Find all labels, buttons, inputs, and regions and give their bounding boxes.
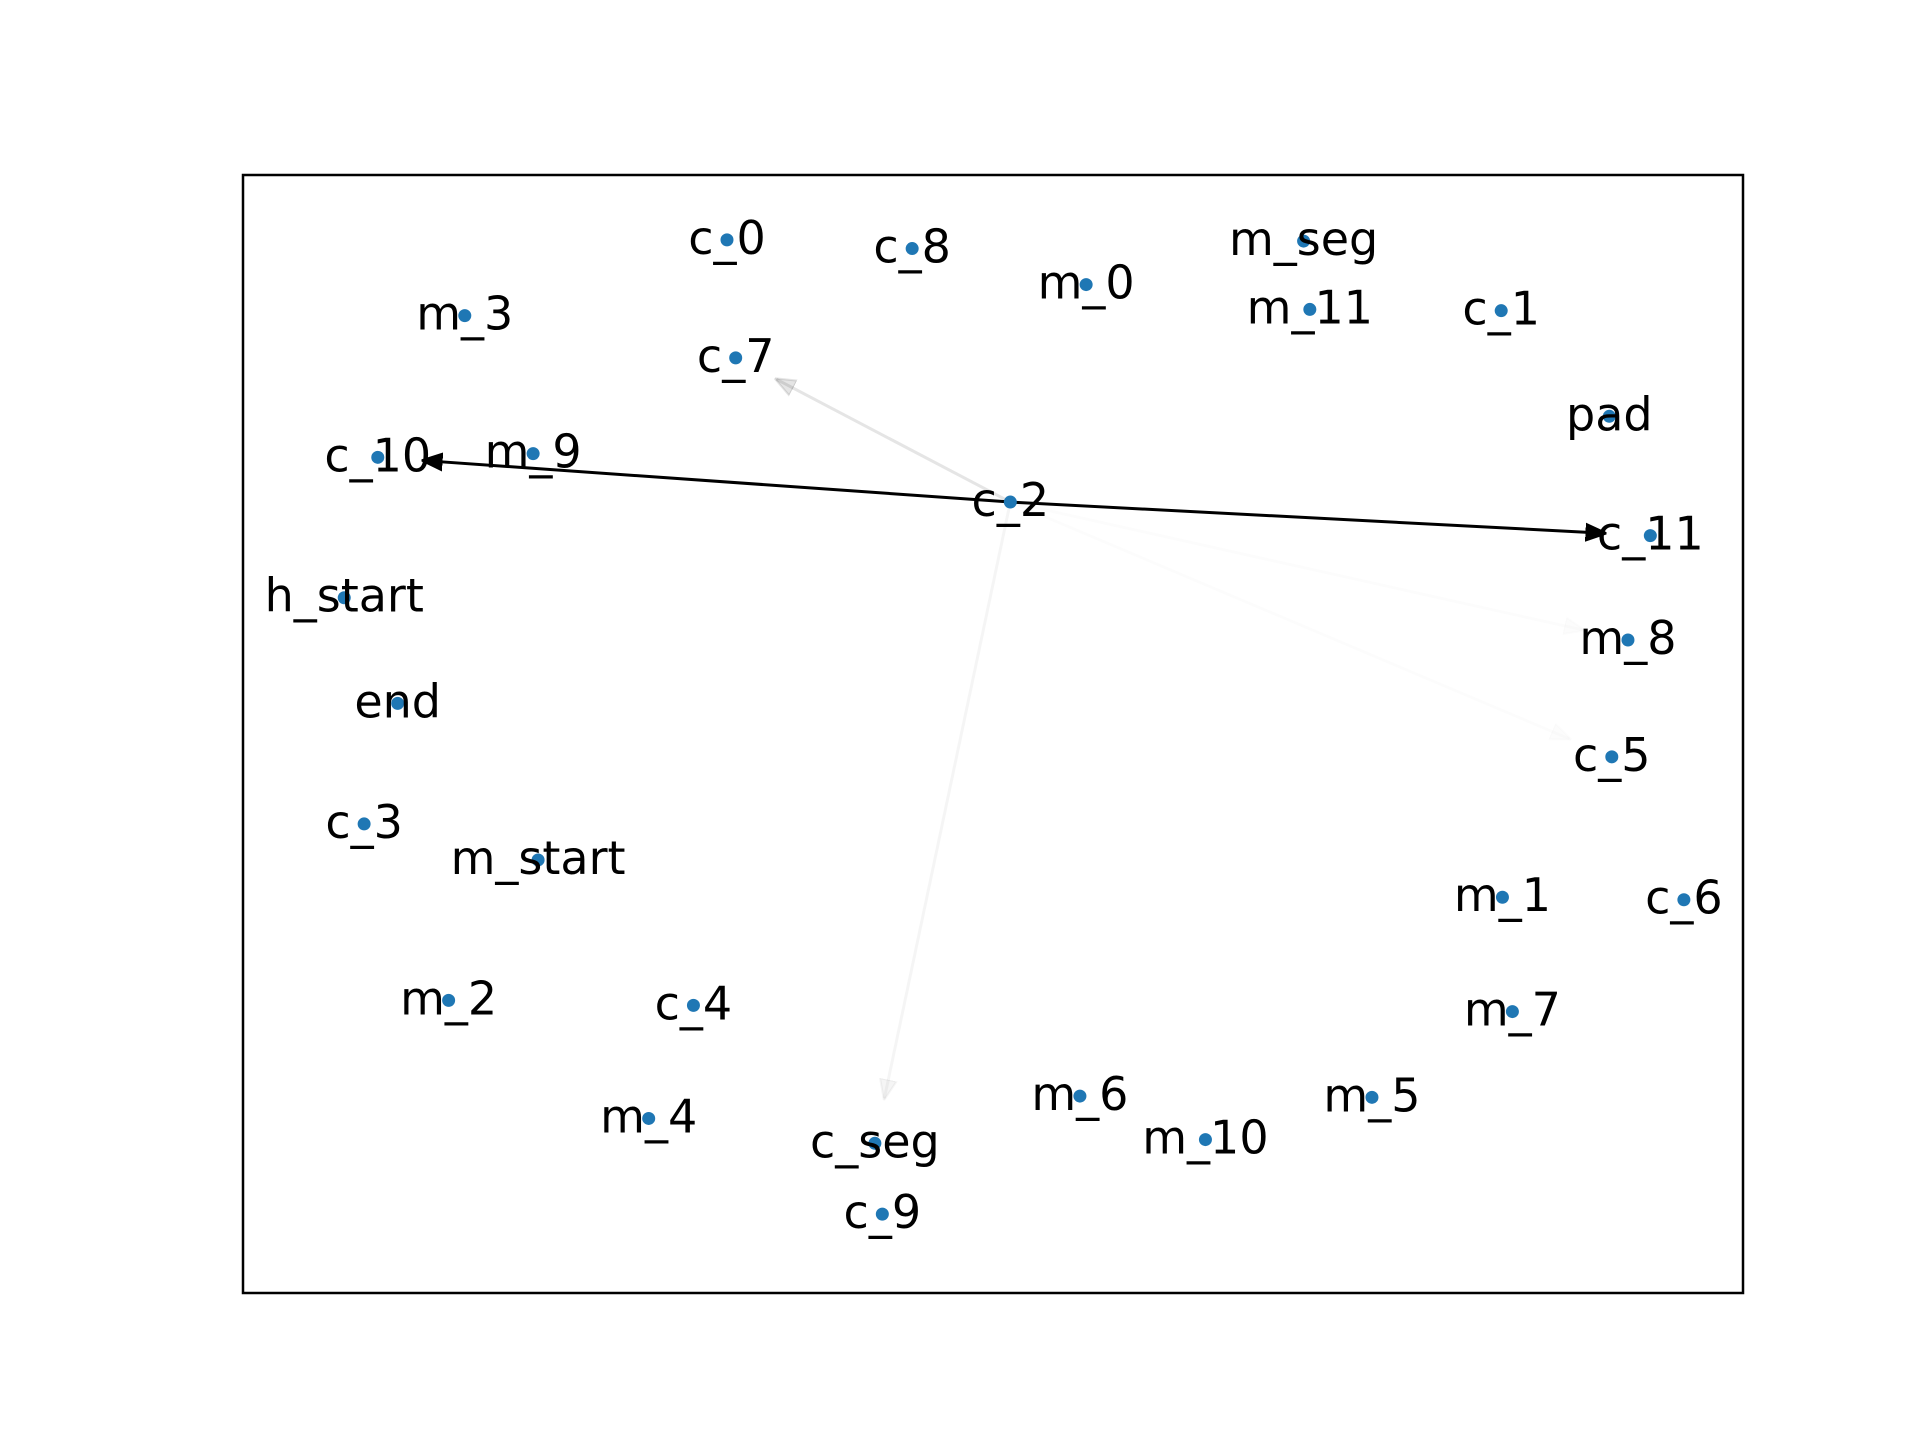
node-dot [526,447,540,461]
edges-layer [424,379,1605,1098]
node-m_6: m_6 [1031,1067,1128,1121]
node-dot [720,233,734,247]
node-label: m_6 [1031,1067,1128,1121]
node-dot [1198,1133,1212,1147]
node-pad: pad [1566,387,1653,441]
node-label: m_10 [1142,1111,1268,1165]
node-label: m_9 [485,425,582,479]
node-m_3: m_3 [416,287,513,341]
node-m_7: m_7 [1464,983,1561,1037]
node-c_7: c_7 [697,329,775,383]
node-dot [1495,890,1509,904]
node-label: m_1 [1454,868,1551,922]
node-dot [1494,304,1508,318]
node-label: c_11 [1597,507,1704,561]
node-label: m_5 [1323,1068,1420,1122]
node-label: c_0 [688,211,766,265]
node-dot [1621,633,1635,647]
node-label: m_2 [400,971,497,1025]
node-label: c_3 [325,795,403,849]
node-dot [337,591,351,605]
node-label: c_5 [1573,728,1651,782]
node-h_start: h_start [265,569,424,623]
node-label: c_6 [1645,871,1723,925]
node-m_2: m_2 [400,971,497,1025]
node-end: end [354,674,441,728]
node-dot [1643,529,1657,543]
node-label: c_7 [697,329,775,383]
node-dot [1505,1005,1519,1019]
node-c_4: c_4 [655,976,733,1030]
node-dot [1602,409,1616,423]
node-dot [458,309,472,323]
node-c_6: c_6 [1645,871,1723,925]
node-c_3: c_3 [325,795,403,849]
node-m_4: m_4 [600,1089,697,1143]
node-label: c_10 [324,428,431,482]
node-m_9: m_9 [485,425,582,479]
edge-c_2-to-c_10 [424,461,1011,504]
node-dot [868,1136,882,1150]
node-c_1: c_1 [1462,282,1540,336]
node-dot [442,993,456,1007]
node-label: m_11 [1247,280,1373,334]
node-dot [729,351,743,365]
node-c_9: c_9 [844,1185,922,1239]
edge-c_2-to-c_seg [884,501,1012,1098]
node-label: m_seg [1229,212,1378,266]
node-dot [531,853,545,867]
node-label: h_start [265,569,424,623]
node-m_8: m_8 [1579,611,1676,665]
node-m_5: m_5 [1323,1068,1420,1122]
node-dot [686,998,700,1012]
node-c_8: c_8 [873,220,951,274]
node-label: c_8 [873,220,951,274]
node-dot [1003,495,1017,509]
node-m_1: m_1 [1454,868,1551,922]
node-label: c_9 [844,1185,922,1239]
node-dot [1079,278,1093,292]
node-dot [1677,893,1691,907]
node-label: m_start [451,831,626,885]
node-label: m_8 [1579,611,1676,665]
node-label: m_0 [1038,256,1135,310]
node-label: m_4 [600,1089,697,1143]
node-dot [642,1111,656,1125]
node-dot [875,1207,889,1221]
node-dot [357,817,371,831]
node-m_11: m_11 [1247,280,1373,334]
node-c_seg: c_seg [810,1114,940,1168]
node-m_10: m_10 [1142,1111,1268,1165]
node-c_10: c_10 [324,428,431,482]
node-dot [1365,1090,1379,1104]
edge-c_2-to-c_7 [776,379,1012,504]
edge-c_2-to-c_11 [1010,500,1604,533]
node-label: c_2 [972,473,1050,527]
node-dot [1073,1089,1087,1103]
node-c_2: c_2 [972,473,1050,527]
node-label: m_3 [416,287,513,341]
node-m_0: m_0 [1038,256,1135,310]
node-dot [1605,750,1619,764]
node-dot [905,242,919,256]
node-label: c_1 [1462,282,1540,336]
node-label: pad [1566,387,1653,441]
node-c_0: c_0 [688,211,766,265]
node-label: m_7 [1464,983,1561,1037]
node-c_5: c_5 [1573,728,1651,782]
node-m_seg: m_seg [1229,212,1378,266]
node-label: c_4 [655,976,733,1030]
node-dot [391,696,405,710]
node-c_11: c_11 [1597,507,1704,561]
node-m_start: m_start [451,831,626,885]
node-dot [1303,302,1317,316]
axes-frame [241,173,1745,1295]
node-label: end [354,674,441,728]
node-dot [1297,234,1311,248]
node-label: c_seg [810,1114,940,1168]
node-dot [371,450,385,464]
